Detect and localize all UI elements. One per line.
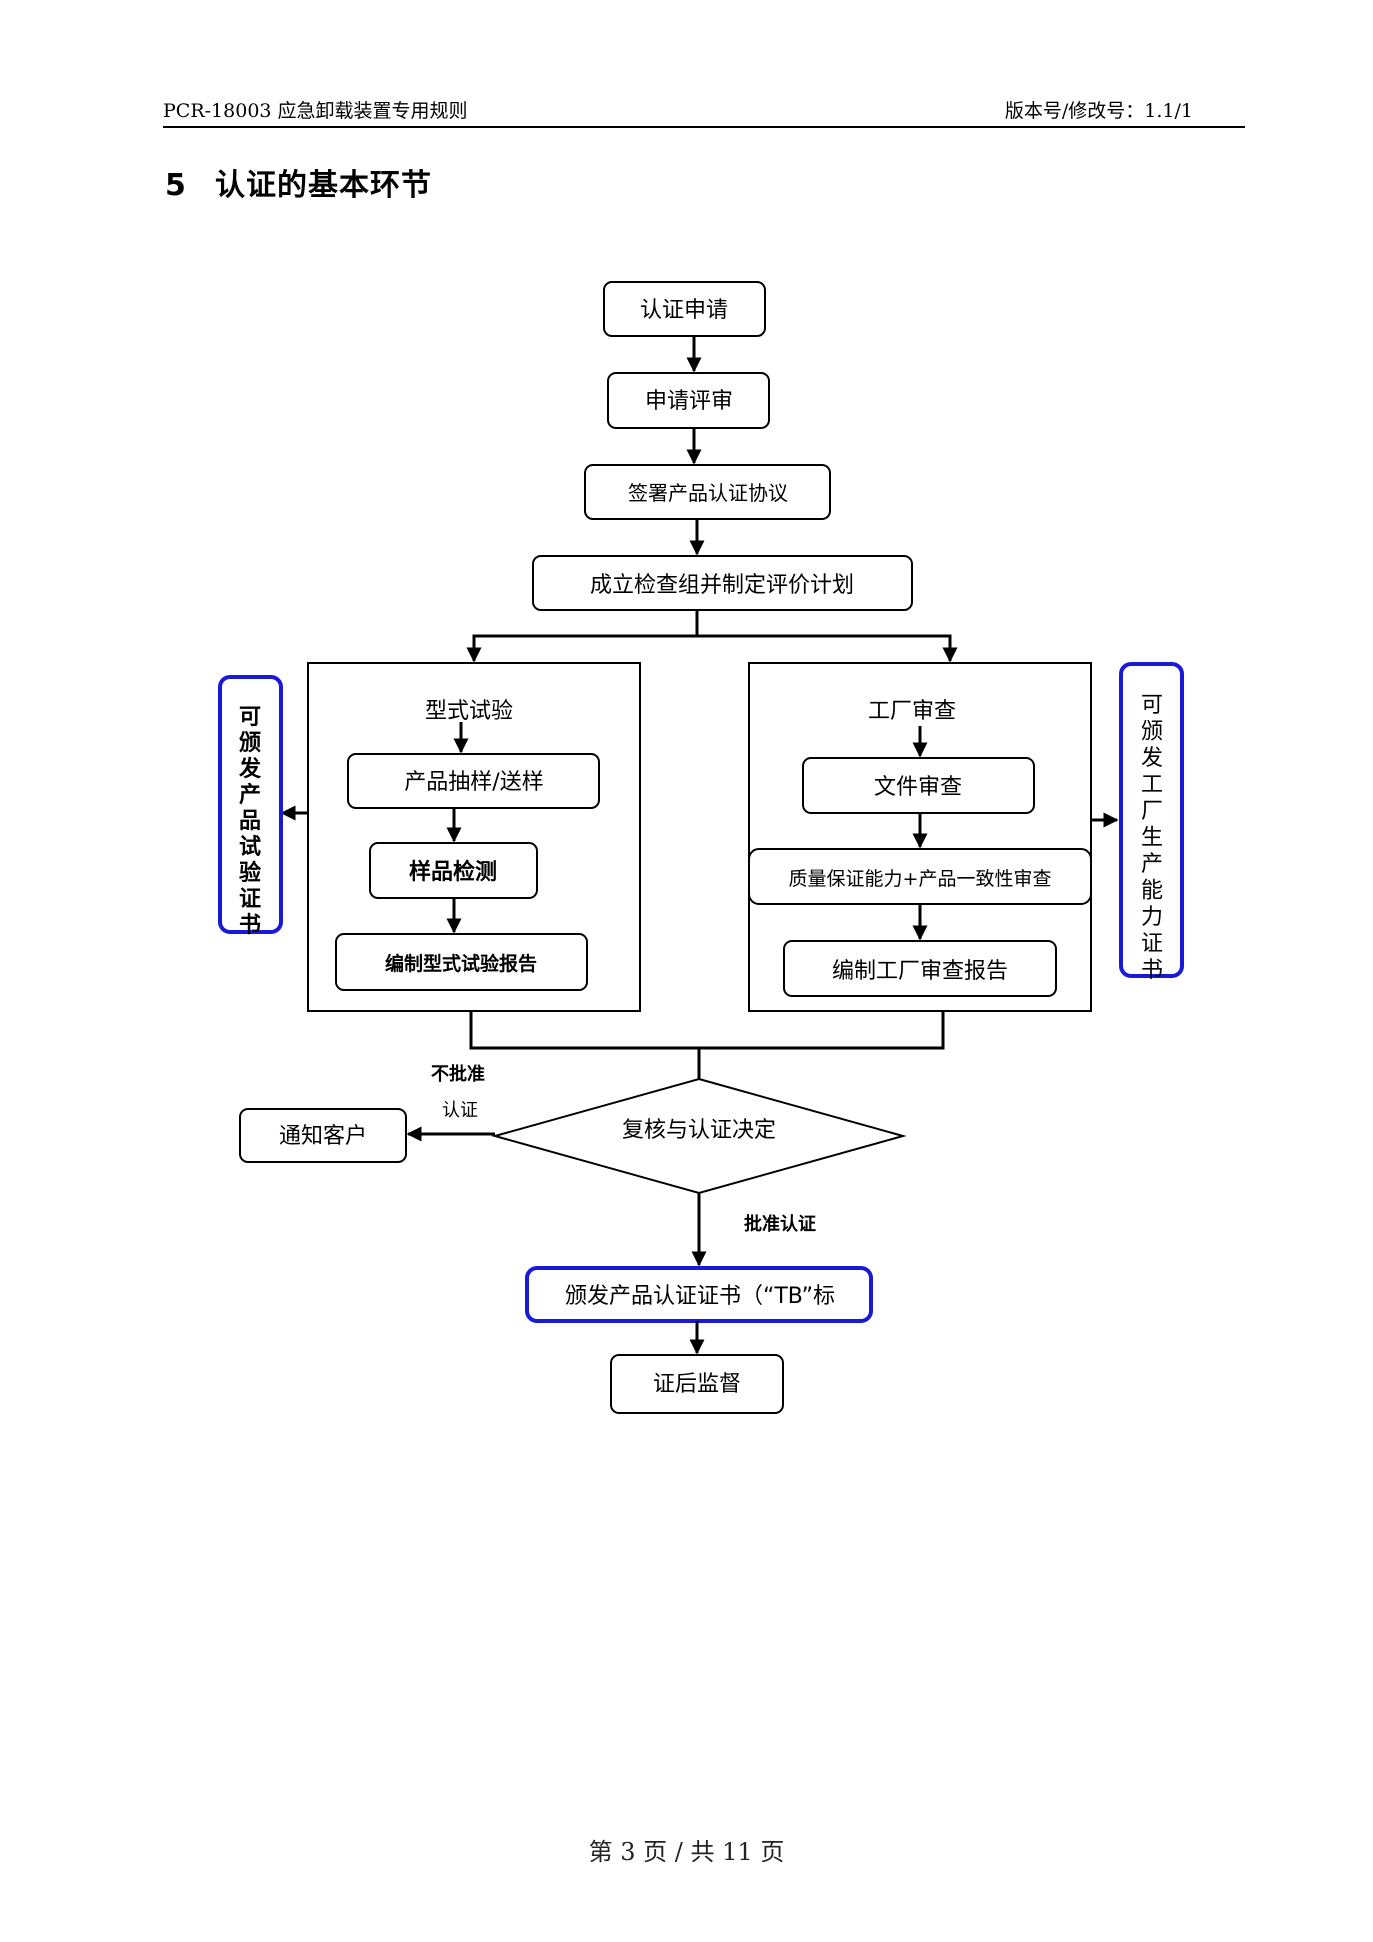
- certificate-char: 书: [1141, 958, 1163, 983]
- factory-capability-certificate-box: 可颁发工厂生产能力证书: [1119, 662, 1184, 983]
- product-test-certificate-box: 可颁发产品试验证书: [218, 675, 283, 938]
- certificate-char: 颁: [239, 731, 261, 756]
- type-test-step-sampling-label: 产品抽样/送样: [404, 770, 543, 795]
- post-surveillance-label: 证后监督: [653, 1372, 741, 1397]
- section-title: 认证的基本环节: [215, 168, 432, 203]
- certificate-char: 验: [239, 860, 261, 886]
- certificate-char: 力: [1141, 905, 1163, 930]
- document-version: 版本号/修改号：1.1/1: [1004, 100, 1193, 122]
- decision-diamond: 复核与认证决定: [491, 1077, 907, 1195]
- notify-customer-label: 通知客户: [279, 1124, 367, 1149]
- type-test-step-report: [335, 933, 588, 991]
- step-review: 申请评审: [607, 372, 770, 429]
- decision-label: 复核与认证决定: [622, 1118, 776, 1143]
- step-agreement: 签署产品认证协议: [584, 464, 831, 520]
- issue-certificate-box: 颁发产品认证证书（“TB”标: [525, 1266, 873, 1323]
- certificate-char: 证: [1141, 932, 1163, 957]
- factory-audit-step-report-label: 编制工厂审查报告: [832, 959, 1008, 984]
- certificate-char: 品: [239, 809, 261, 834]
- header-divider: [163, 126, 1245, 128]
- product-test-certificate-label: 可颁发产品试验证书: [238, 705, 262, 938]
- certificate-char: 产: [239, 783, 261, 808]
- factory-audit-step-quality-label: 质量保证能力+产品一致性审查: [789, 868, 1052, 890]
- step-review-label: 申请评审: [645, 389, 733, 414]
- post-surveillance-box: 证后监督: [610, 1354, 784, 1414]
- reject-label: 不批准: [431, 1063, 485, 1085]
- notify-customer-box: 通知客户: [239, 1108, 407, 1163]
- certificate-char: 厂: [1141, 799, 1163, 824]
- section-number: 5: [165, 168, 187, 203]
- step-apply: 认证申请: [603, 281, 766, 337]
- step-team: 成立检查组并制定评价计划: [532, 555, 913, 611]
- certificate-char: 能: [1141, 879, 1163, 904]
- type-test-step-report-label: 编制型式试验报告: [385, 952, 537, 975]
- factory-audit-step-document-label: 文件审查: [874, 775, 962, 800]
- certificate-char: 发: [238, 756, 262, 782]
- split-connector: [466, 610, 958, 663]
- certificate-char: 发: [1141, 746, 1163, 771]
- type-test-label: 型式试验: [425, 699, 513, 724]
- factory-capability-certificate-label: 可颁发工厂生产能力证书: [1141, 693, 1163, 983]
- document-header-title: PCR-18003 应急卸载装置专用规则: [163, 100, 468, 122]
- factory-audit-label: 工厂审查: [868, 699, 956, 724]
- factory-audit-step-report: [783, 940, 1057, 997]
- certificate-char: 颁: [1141, 720, 1163, 745]
- factory-audit-group: 工厂审查 文件审查 质量保证能力+产品一致性审查 编制工厂审查报告: [748, 662, 1092, 1012]
- step-team-label: 成立检查组并制定评价计划: [590, 573, 854, 598]
- step-agreement-label: 签署产品认证协议: [628, 481, 788, 505]
- type-test-step-inspection-label: 样品检测: [409, 859, 497, 885]
- certificate-char: 可: [239, 705, 261, 730]
- approve-label: 批准认证: [744, 1213, 816, 1235]
- type-test-step-sampling: [347, 753, 600, 809]
- certificate-char: 工: [1141, 773, 1163, 798]
- reject-label-2: 认证: [442, 1100, 478, 1121]
- type-test-group: 型式试验 产品抽样/送样 样品检测 编制型式试验报告: [307, 662, 641, 1012]
- certificate-char: 可: [1141, 693, 1163, 718]
- certificate-char: 证: [239, 887, 261, 912]
- issue-certificate-label: 颁发产品认证证书（“TB”标: [565, 1284, 835, 1309]
- section-heading: 5 认证的基本环节: [165, 160, 432, 204]
- certificate-char: 书: [239, 913, 261, 938]
- certificate-char: 生: [1141, 826, 1163, 851]
- certificate-char: 试: [239, 835, 261, 860]
- merge-connector: [469, 1011, 945, 1079]
- step-apply-label: 认证申请: [640, 298, 728, 323]
- certificate-char: 产: [1141, 852, 1163, 877]
- page-number: 第 3 页 / 共 11 页: [588, 1838, 785, 1866]
